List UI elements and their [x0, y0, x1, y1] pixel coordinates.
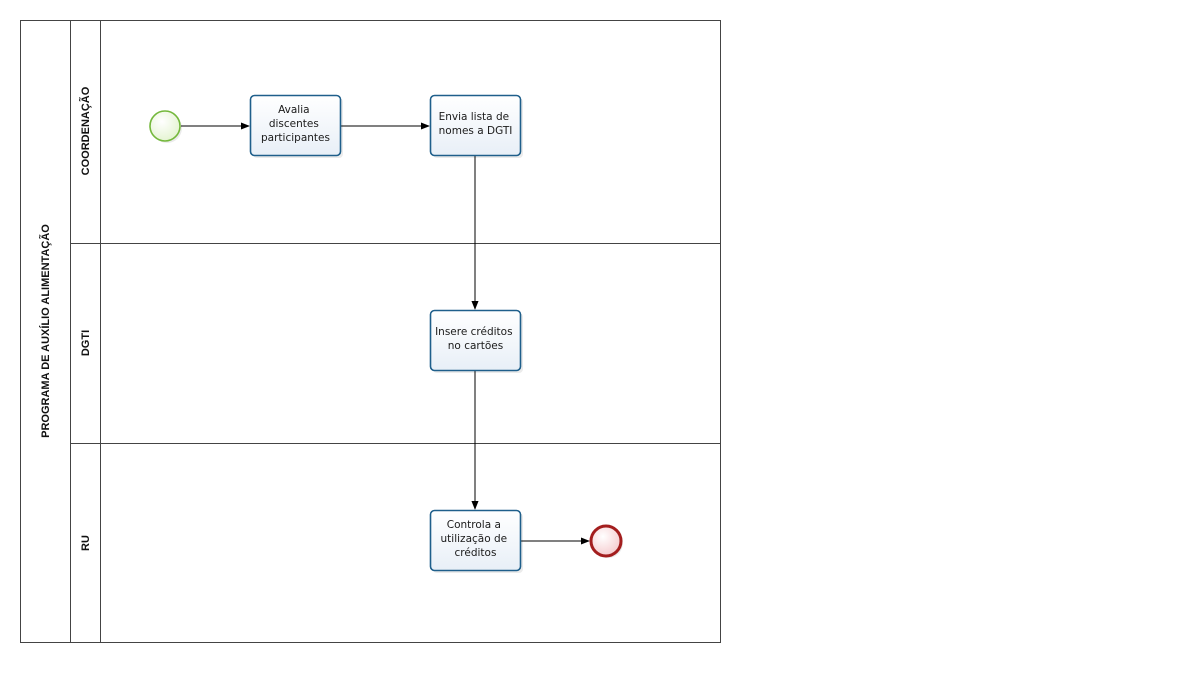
task-line: Controla a	[447, 519, 501, 531]
task-line: Envia lista de	[439, 111, 510, 123]
lane-ru: RU	[80, 535, 92, 551]
task-line: nomes a DGTI	[439, 125, 513, 137]
lane-coordenacao: COORDENAÇÃO	[79, 86, 92, 175]
end-event[interactable]	[589, 524, 623, 558]
task-label: Avalia discentes participantes	[261, 104, 330, 144]
lane-label-ru: RU	[80, 535, 92, 551]
task-envia[interactable]: Envia lista de nomes a DGTI	[429, 94, 524, 159]
task-label: Controla a utilização de créditos	[441, 519, 511, 559]
task-line: discentes	[269, 118, 319, 130]
task-line: utilização de	[441, 533, 508, 545]
task-label: Insere créditos no cartões	[435, 326, 516, 352]
pool: PROGRAMA DE AUXÍLIO ALIMENTAÇÃO	[20, 20, 721, 643]
task-controla[interactable]: Controla a utilização de créditos	[429, 509, 524, 574]
pool-label: PROGRAMA DE AUXÍLIO ALIMENTAÇÃO	[39, 224, 52, 438]
task-line: no cartões	[448, 340, 503, 352]
start-event[interactable]	[149, 110, 182, 143]
task-avalia[interactable]: Avalia discentes participantes	[249, 94, 344, 159]
lane-label-dgti: DGTI	[80, 330, 92, 356]
lane-label-coordenacao: COORDENAÇÃO	[79, 86, 92, 175]
sequence-flows	[181, 122, 590, 545]
task-line: Avalia	[278, 104, 310, 116]
task-line: Insere créditos	[435, 326, 512, 338]
task-label: Envia lista de nomes a DGTI	[439, 111, 513, 137]
task-line: créditos	[455, 547, 497, 559]
task-insere[interactable]: Insere créditos no cartões	[429, 309, 524, 374]
lane-dgti: DGTI	[80, 330, 92, 356]
task-line: participantes	[261, 132, 330, 144]
